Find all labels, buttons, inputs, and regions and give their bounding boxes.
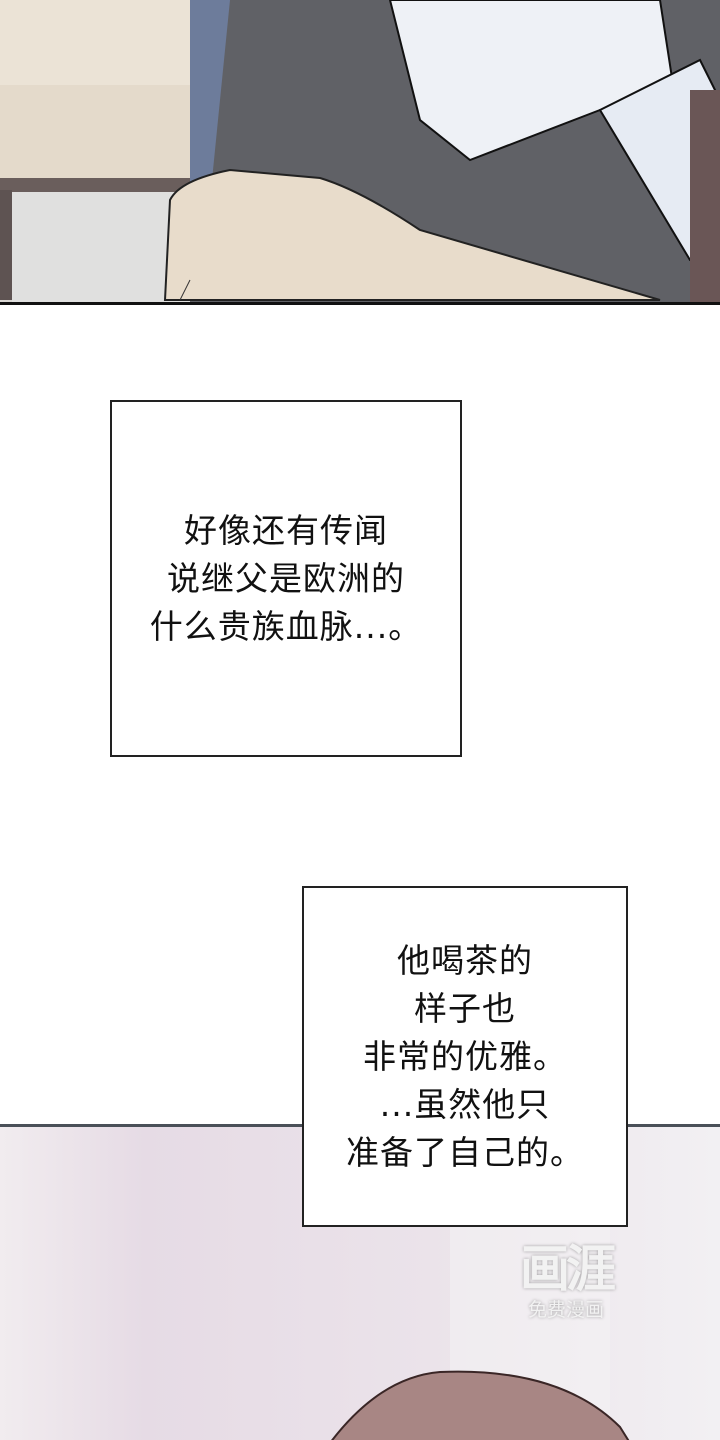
caption-line: 准备了自己的。 [346, 1132, 584, 1172]
caption-line: 非常的优雅。 [363, 1036, 567, 1076]
comic-panel-top [0, 0, 720, 305]
caption-line: 说继父是欧洲的 [167, 558, 405, 598]
sofa-illustration [0, 0, 720, 302]
narration-box-1: 好像还有传闻 说继父是欧洲的 什么贵族血脉...。 [110, 400, 462, 757]
watermark: 画涯 免费漫画 [520, 1240, 616, 1322]
caption-line: 样子也 [414, 988, 516, 1028]
narration-box-2: 他喝茶的 样子也 非常的优雅。 ...虽然他只 准备了自己的。 [302, 886, 628, 1227]
caption-line: 他喝茶的 [397, 940, 533, 980]
caption-line: 好像还有传闻 [184, 510, 388, 550]
caption-line: 什么贵族血脉...。 [149, 606, 423, 646]
caption-line: ...虽然他只 [379, 1084, 551, 1124]
watermark-logo: 画涯 [520, 1240, 616, 1298]
watermark-subtitle: 免费漫画 [527, 1299, 604, 1321]
